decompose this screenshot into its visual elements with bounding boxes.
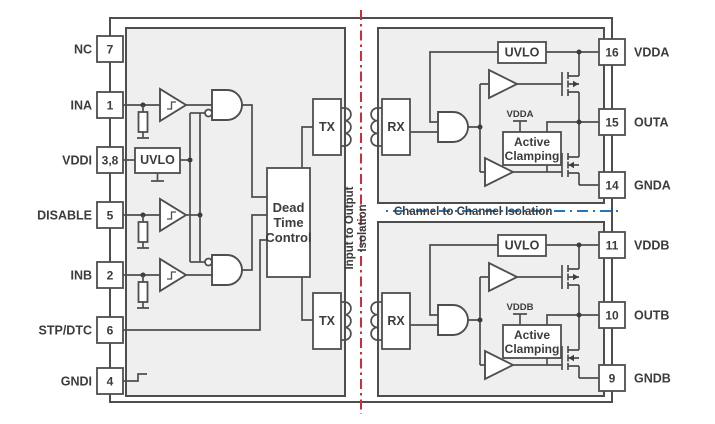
dead-time-control-block: Dead Time Control — [265, 167, 312, 278]
uvlo-a-block: UVLO — [497, 41, 547, 64]
and-gate-a2-icon — [437, 111, 469, 143]
pin-label-stp-dtc: STP/DTC — [39, 324, 92, 338]
clamp-b-line2: Clamping — [505, 342, 560, 356]
tx-a-block: TX — [312, 98, 342, 156]
pin-gndi: 4 — [96, 367, 124, 395]
pin-label-disable: DISABLE — [37, 209, 92, 223]
pin-vdda: 16 — [598, 38, 626, 66]
channel-b-wires — [410, 242, 599, 379]
uvlo-b-block: UVLO — [497, 234, 547, 257]
svg-text:1: 1 — [107, 99, 114, 113]
isolation-label-vertical-2: Isolation — [357, 204, 369, 251]
clamp-b-line1: Active — [514, 328, 550, 342]
pin-vddi: 3,8 — [96, 146, 124, 174]
pin-label-outa: OUTA — [634, 116, 669, 130]
and-gate-b2-icon — [437, 304, 469, 336]
svg-text:10: 10 — [605, 309, 619, 323]
channel-to-channel-isolation: Channel to Channel Isolation — [386, 206, 618, 218]
pin-label-inb: INB — [70, 269, 92, 283]
pin-stp-dtc: 6 — [96, 316, 124, 344]
pin-gndb: 9 — [598, 364, 626, 392]
transformer-b-icon — [341, 301, 382, 341]
input-uvlo-block: UVLO — [134, 147, 181, 174]
input-uvlo-label: UVLO — [140, 153, 175, 167]
and-gate-b-icon — [204, 254, 243, 286]
pin-label-nc: NC — [74, 43, 92, 57]
pin-label-gndi: GNDI — [61, 375, 92, 389]
rx-b-label: RX — [387, 314, 405, 328]
isolation-label-vertical-1: Input to Output — [344, 186, 356, 269]
uvlo-b-label: UVLO — [505, 239, 540, 253]
active-clamping-b-block: VDDB Active Clamping — [502, 302, 562, 359]
active-clamping-a-block: VDDA Active Clamping — [502, 109, 562, 166]
pin-label-gnda: GNDA — [634, 179, 671, 193]
svg-text:11: 11 — [606, 239, 619, 253]
pin-disable: 5 — [96, 201, 124, 229]
pin-label-gndb: GNDB — [634, 372, 671, 386]
svg-text:15: 15 — [605, 116, 619, 130]
dtc-label-line2: Time — [273, 215, 303, 230]
svg-text:14: 14 — [605, 179, 619, 193]
svg-text:6: 6 — [107, 324, 114, 338]
pin-label-ina: INA — [70, 99, 92, 113]
svg-text:5: 5 — [107, 209, 114, 223]
transformer-a-icon — [341, 107, 382, 147]
pin-nc: 7 — [96, 35, 124, 63]
tx-a-label: TX — [319, 120, 336, 134]
input-output-isolation: Input to Output Isolation — [344, 10, 369, 414]
pin-label-outb: OUTB — [634, 309, 669, 323]
isolation-label-horizontal: Channel to Channel Isolation — [394, 206, 552, 218]
svg-text:7: 7 — [107, 43, 114, 57]
and-gate-a-icon — [204, 89, 243, 121]
pin-ina: 1 — [96, 91, 124, 119]
tx-b-block: TX — [312, 292, 342, 350]
dtc-label-line3: Control — [265, 230, 311, 245]
channel-a-wires — [410, 49, 599, 186]
svg-text:4: 4 — [107, 375, 114, 389]
svg-text:2: 2 — [107, 269, 114, 283]
pin-label-vdda: VDDA — [634, 46, 669, 60]
dtc-label-line1: Dead — [273, 200, 305, 215]
clamp-a-line2: Clamping — [505, 149, 560, 163]
pin-gnda: 14 — [598, 171, 626, 199]
pin-outb: 10 — [598, 301, 626, 329]
pin-inb: 2 — [96, 261, 124, 289]
tx-b-label: TX — [319, 314, 336, 328]
rx-a-block: RX — [381, 98, 411, 156]
svg-text:3,8: 3,8 — [102, 154, 119, 168]
rx-b-block: RX — [381, 292, 411, 350]
vdda-ref-label: VDDA — [507, 109, 534, 120]
driver-a-region — [377, 27, 605, 204]
vddb-ref-label: VDDB — [507, 302, 534, 313]
pin-vddb: 11 — [598, 231, 626, 259]
pin-label-vddb: VDDB — [634, 239, 669, 253]
pin-label-vddi: VDDI — [62, 154, 92, 168]
clamp-a-line1: Active — [514, 135, 550, 149]
rx-a-label: RX — [387, 120, 405, 134]
svg-text:16: 16 — [605, 46, 619, 60]
svg-text:9: 9 — [609, 372, 616, 386]
pin-outa: 15 — [598, 108, 626, 136]
uvlo-a-label: UVLO — [505, 46, 540, 60]
